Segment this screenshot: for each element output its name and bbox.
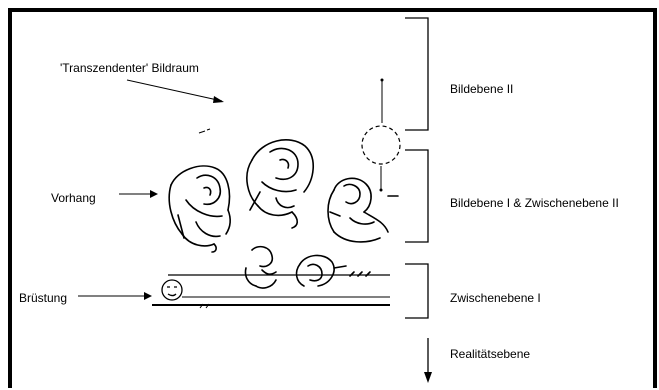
- arrow-realitaetsebene: [424, 338, 432, 383]
- figure-sketch-small-1: [244, 245, 277, 289]
- figure-sketch-right: [327, 177, 399, 243]
- label-bildebene-1: Bildebene I & Zwischenebene II: [450, 196, 619, 210]
- figure-sketch-left: [168, 165, 231, 253]
- arrow-bruestung: [78, 292, 152, 300]
- label-transzendent: 'Transzendenter' Bildraum: [60, 61, 199, 75]
- bracket-zwischenebene-1: [405, 263, 429, 319]
- bracket-bildebene-2: [405, 17, 429, 131]
- picture-frame: [8, 8, 657, 388]
- halo-circle-sketch: [361, 78, 401, 192]
- label-zwischenebene-1: Zwischenebene I: [450, 291, 541, 305]
- bracket-bildebene-1: [405, 149, 429, 243]
- label-vorhang: Vorhang: [51, 191, 96, 205]
- balustrade-face-sketch: [161, 279, 183, 301]
- label-bildebene-2: Bildebene II: [450, 82, 514, 96]
- label-bruestung: Brüstung: [19, 291, 68, 305]
- arrow-transzendent: [126, 79, 224, 103]
- figure-sketch-center: [246, 139, 314, 229]
- arrow-vorhang: [119, 190, 158, 198]
- figure-sketch-small-2: [295, 254, 371, 287]
- label-realitaetsebene: Realitätsebene: [450, 347, 531, 361]
